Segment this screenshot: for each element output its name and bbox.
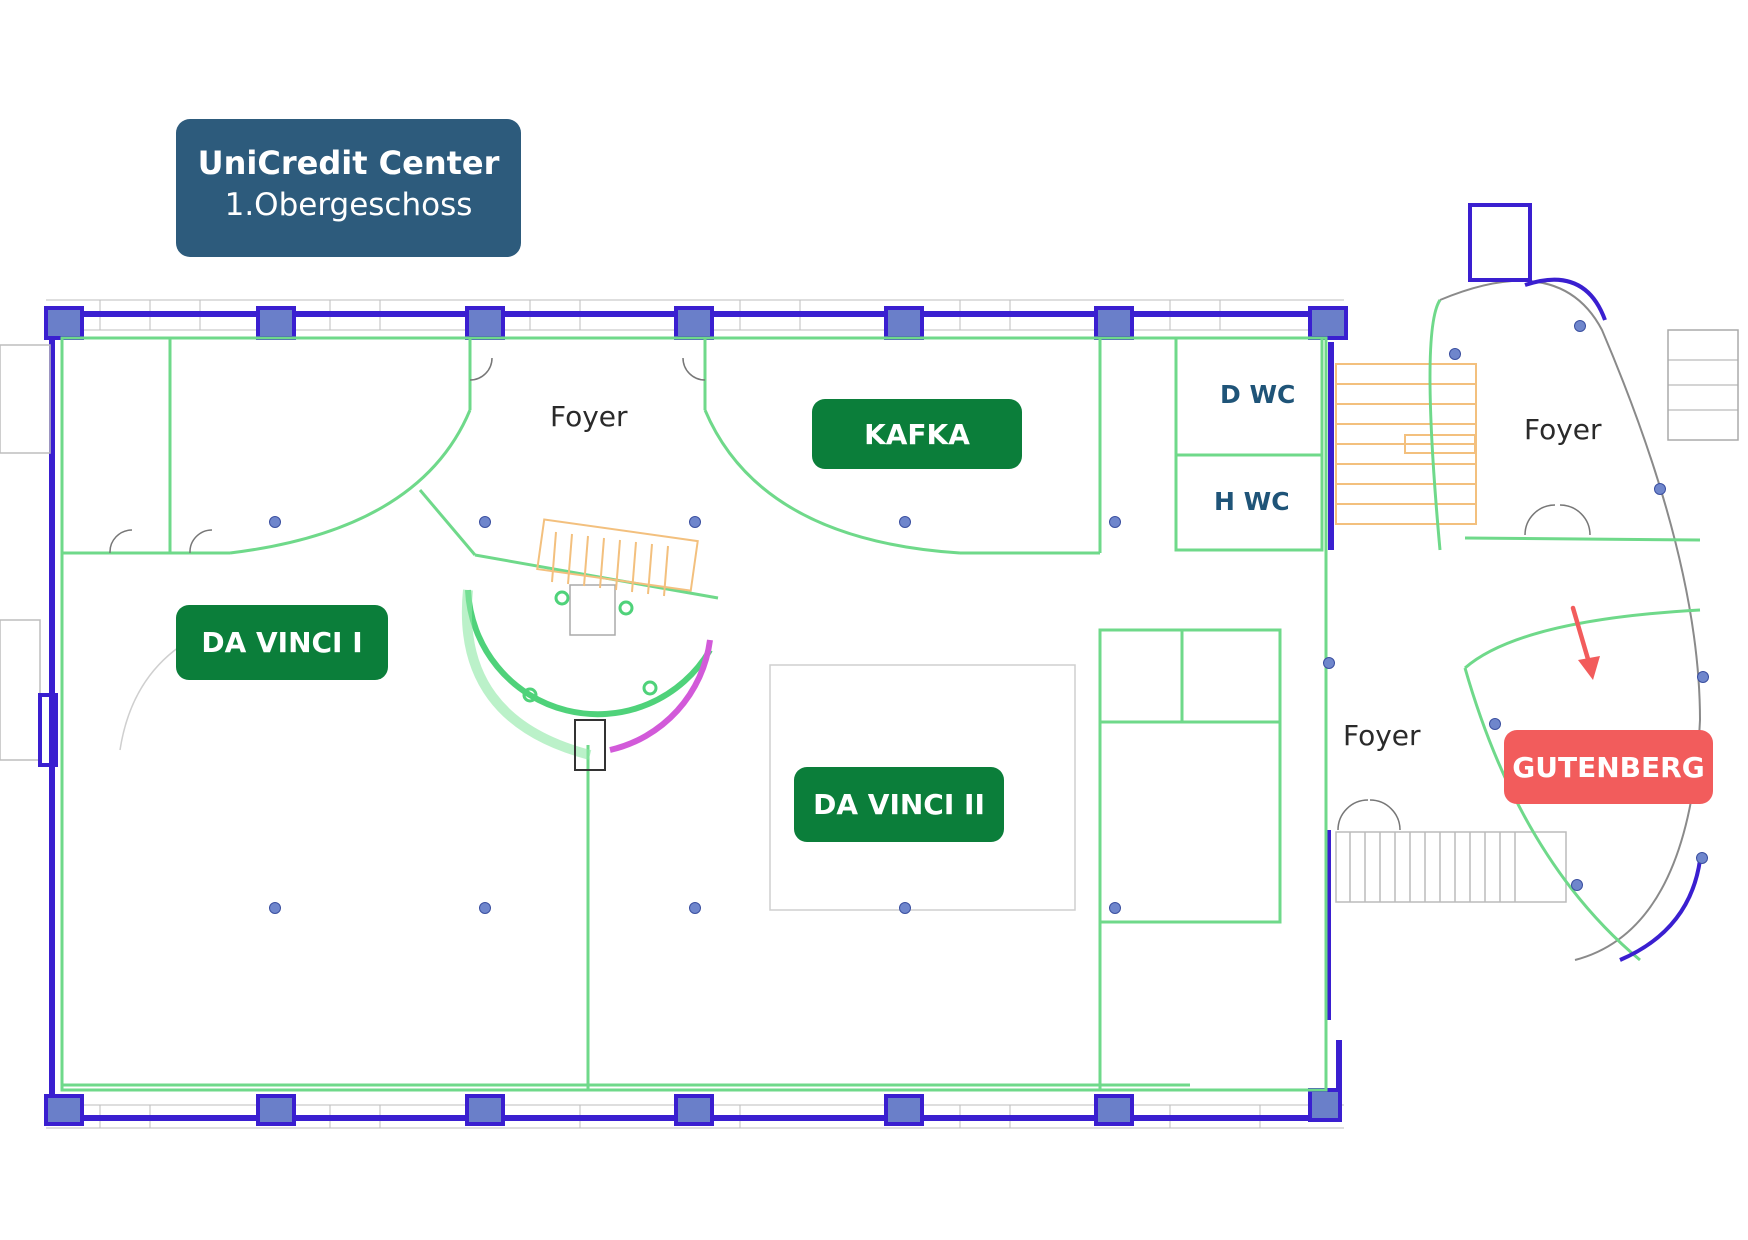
wc-men-label: H WC xyxy=(1214,487,1290,516)
room-da-vinci-2[interactable]: DA VINCI II xyxy=(794,767,1004,842)
right-wing xyxy=(1428,203,1739,962)
foyer-right-label: Foyer xyxy=(1524,413,1602,446)
wc-women-label: D WC xyxy=(1220,380,1296,409)
staircase-icon xyxy=(536,518,699,597)
foyer-center-label: Foyer xyxy=(1343,719,1421,752)
building-name: UniCredit Center xyxy=(197,144,500,182)
left-edge-area xyxy=(0,344,58,767)
room-da-vinci-1[interactable]: DA VINCI I xyxy=(176,605,388,680)
floor-name: 1.Obergeschoss xyxy=(224,187,473,223)
reception-round-room xyxy=(461,584,713,771)
staircase-icon xyxy=(1335,831,1567,903)
ceiling-light-icon xyxy=(269,320,1709,914)
outer-walls xyxy=(49,311,1342,1121)
direction-arrow-icon xyxy=(1570,605,1600,680)
building-header: UniCredit Center 1.Obergeschoss xyxy=(176,119,521,257)
interior-walls xyxy=(60,336,1328,1092)
wall-columns xyxy=(44,306,1348,1126)
doors xyxy=(109,357,1591,831)
room-kafka[interactable]: KAFKA xyxy=(812,399,1022,469)
staircase-icon xyxy=(1335,363,1477,525)
foyer-top-label: Foyer xyxy=(550,400,628,433)
room-gutenberg[interactable]: GUTENBERG xyxy=(1504,730,1713,804)
